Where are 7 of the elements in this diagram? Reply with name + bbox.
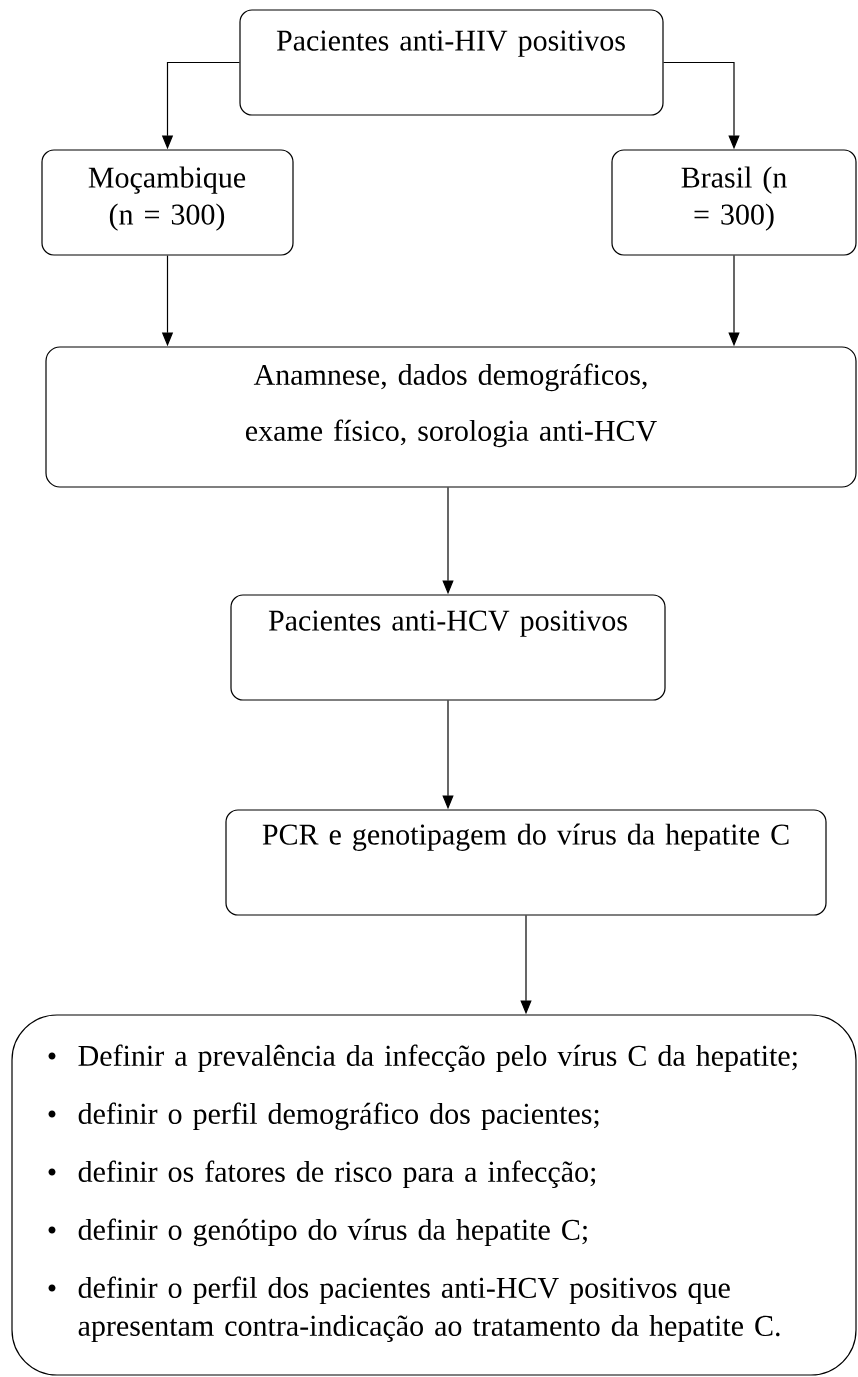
objectives-box: Definir a prevalência da infecção pelo vírus C da hepatite; definir o perfil demográfico dos pacientes; definir os fatores de risco para a infecção; definir o genótipo do vírus da hepatite C; definir o perfil dos pacientes anti-HCV positivos que apresentam contra-indicação ao tratamento da hepatite C. xyxy=(11,1014,857,1376)
process-box: Anamnese, dados demográficos, exame físico, sorologia anti-HCV xyxy=(45,346,857,488)
process-box: Moçambique (n = 300) xyxy=(41,149,294,256)
process-box: Pacientes anti-HCV positivos xyxy=(230,594,666,701)
process-box: PCR e genotipagem do vírus da hepatite C xyxy=(225,809,827,916)
process-box: Pacientes anti-HIV positivos xyxy=(239,9,664,116)
process-box: Brasil (n = 300) xyxy=(611,149,857,256)
